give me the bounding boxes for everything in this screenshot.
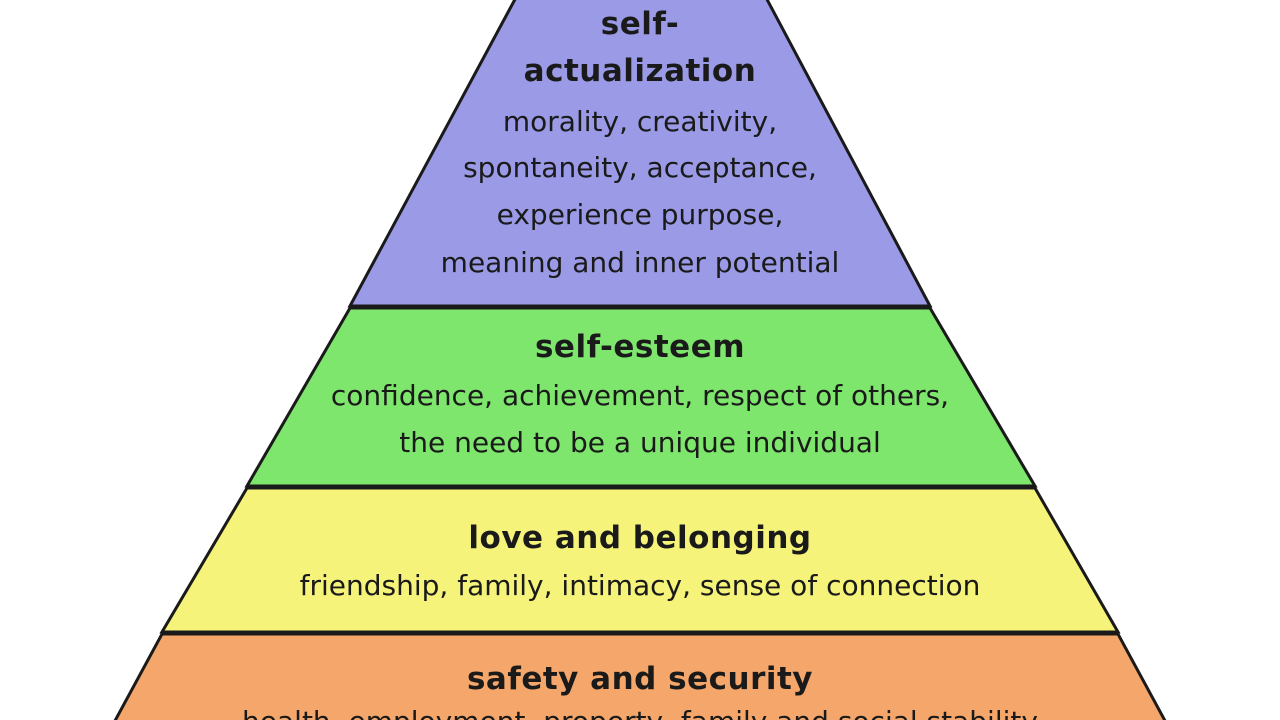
tier-desc-line: spontaneity, acceptance, <box>463 151 817 184</box>
tier-desc-line: the need to be a unique individual <box>399 426 881 459</box>
tier-title-line: safety and security <box>467 661 813 697</box>
tier-love-and-belonging: love and belonging friendship, family, i… <box>300 520 981 602</box>
tier-desc-line: friendship, family, intimacy, sense of c… <box>300 569 981 602</box>
tier-self-actualization: self- actualization morality, creativity… <box>441 6 840 279</box>
tier-desc-line: confidence, achievement, respect of othe… <box>331 379 949 412</box>
tier-self-esteem-shape <box>244 306 1038 488</box>
tier-desc-line: morality, creativity, <box>503 105 777 138</box>
tier-safety-and-security: safety and security health, employment, … <box>242 661 1038 720</box>
tier-desc-line: experience purpose, <box>497 198 784 231</box>
tier-title-line: self-esteem <box>535 329 745 365</box>
tier-safety-and-security-shape <box>113 632 1167 720</box>
tier-self-esteem: self-esteem confidence, achievement, res… <box>331 329 949 459</box>
tier-title-line: love and belonging <box>468 520 811 556</box>
tier-self-actualization-shape <box>347 0 933 308</box>
tier-love-and-belonging-shape <box>159 486 1121 634</box>
tier-desc-line: health, employment, property, family and… <box>242 705 1038 720</box>
tier-title-line: actualization <box>524 53 757 89</box>
tier-title-line: self- <box>601 6 679 42</box>
tier-desc-line: meaning and inner potential <box>441 246 840 279</box>
